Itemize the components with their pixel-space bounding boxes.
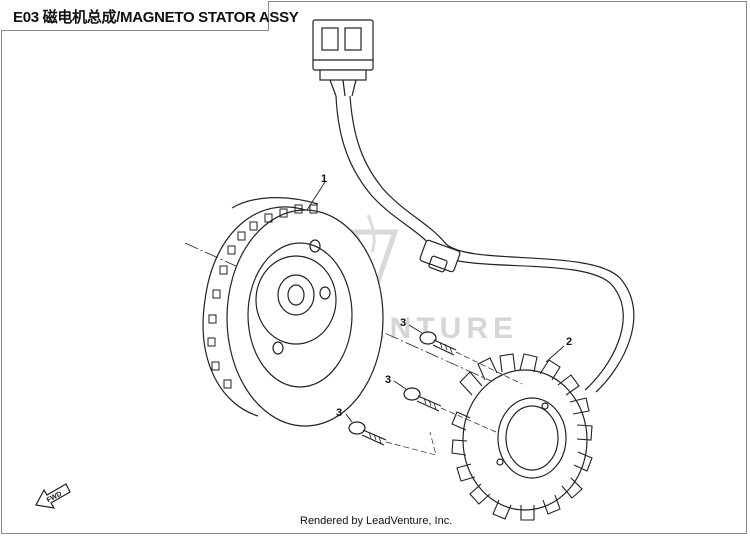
wire-harness	[335, 95, 635, 393]
connector-plug	[312, 19, 374, 97]
footer-credit: Rendered by LeadVenture, Inc.	[300, 515, 453, 527]
callout-3-lower: 3	[336, 407, 342, 419]
flywheel-rotor	[202, 197, 384, 427]
bolt-lower	[348, 421, 387, 446]
bolt-axis-lines	[385, 351, 523, 456]
leader-2	[545, 345, 565, 363]
callout-3-upper: 3	[400, 317, 406, 329]
callout-2: 2	[566, 336, 572, 348]
callout-3-middle: 3	[385, 374, 391, 386]
leader-1	[306, 181, 326, 211]
bolt-leaders	[345, 324, 423, 423]
title-box: E03 磁电机总成/MAGNETO STATOR ASSY	[1, 1, 299, 31]
fwd-arrow-icon	[35, 483, 71, 509]
stator-coil	[451, 353, 593, 521]
bolt-middle	[403, 387, 442, 412]
bolt-upper	[419, 331, 457, 356]
diagram-title: E03 磁电机总成/MAGNETO STATOR ASSY	[13, 9, 299, 26]
fwd-label: FWD	[46, 491, 63, 505]
callout-1: 1	[321, 173, 327, 185]
